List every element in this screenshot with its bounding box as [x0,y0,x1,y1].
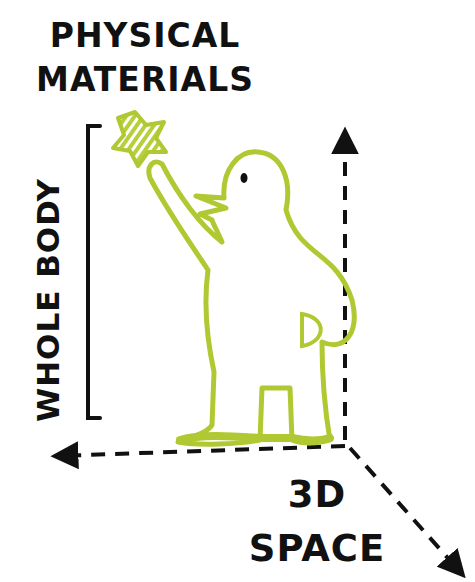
person-figure [149,152,354,444]
eye [241,173,248,183]
star-material [113,112,166,166]
materials-label: PHYSICAL MATERIALS [30,14,260,102]
body-label: WHOLE BODY [30,170,66,430]
horizontal-axis [56,446,345,456]
feet [180,436,330,440]
space-label: 3D SPACE [232,468,402,576]
height-bracket [88,126,100,418]
d-mark [302,314,321,346]
